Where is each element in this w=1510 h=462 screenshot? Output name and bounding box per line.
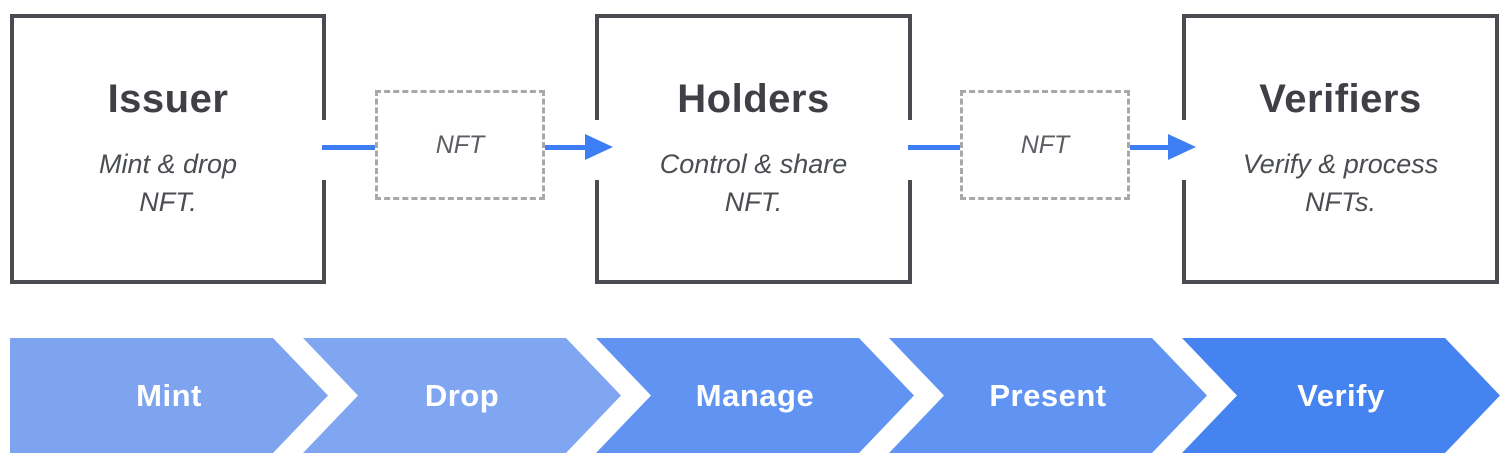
step-label: Mint <box>136 377 202 413</box>
step-mint: Mint <box>10 338 328 453</box>
issuer-box: Issuer Mint & drop NFT. <box>10 14 326 284</box>
arrowhead-icon <box>585 134 613 160</box>
nft-transfer-box-1: NFT <box>375 90 545 200</box>
verifiers-subtitle: Verify & process NFTs. <box>1242 148 1439 217</box>
connector-line-nft-to-verifiers <box>1130 145 1169 150</box>
issuer-subtitle: Mint & drop NFT. <box>98 148 238 217</box>
issuer-title: Issuer <box>107 76 229 121</box>
holders-box: Holders Control & share NFT. <box>595 14 912 284</box>
holders-subtitle: Control & share NFT. <box>659 148 848 217</box>
nft-transfer-label: NFT <box>1020 130 1070 159</box>
holders-title: Holders <box>677 76 830 121</box>
nft-transfer-label: NFT <box>435 130 485 159</box>
border-gap <box>905 120 917 180</box>
step-present: Present <box>889 338 1207 453</box>
connector-line-nft-to-holders <box>545 145 586 150</box>
verifiers-box: Verifiers Verify & process NFTs. <box>1182 14 1499 284</box>
step-manage: Manage <box>596 338 914 453</box>
border-gap <box>319 120 331 180</box>
step-label: Present <box>989 377 1107 413</box>
step-drop: Drop <box>303 338 621 453</box>
step-label: Verify <box>1297 377 1385 413</box>
step-verify: Verify <box>1182 338 1500 453</box>
step-label: Drop <box>424 377 500 413</box>
verifiers-title: Verifiers <box>1259 76 1422 121</box>
process-steps-band: Mint Drop Manage Present Verify <box>10 338 1500 453</box>
arrowhead-icon <box>1168 134 1196 160</box>
nft-transfer-box-2: NFT <box>960 90 1130 200</box>
connector-line-holders-to-nft <box>908 145 960 150</box>
step-label: Manage <box>695 377 815 413</box>
connector-line-issuer-to-nft <box>322 145 375 150</box>
